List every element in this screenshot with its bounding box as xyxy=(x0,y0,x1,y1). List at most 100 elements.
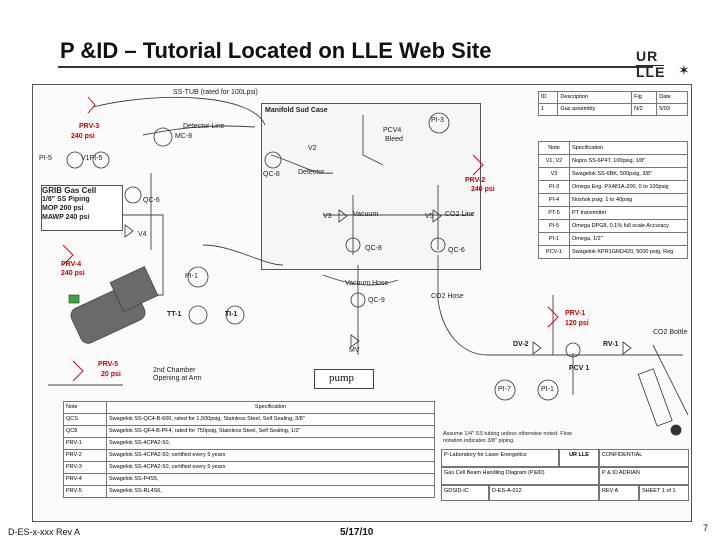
qc6-gauge-icon xyxy=(124,186,142,204)
v2-label: V2 xyxy=(308,145,317,152)
table-cell: Swagelok SS-4CPA2-50, certified every 5 … xyxy=(106,461,435,474)
qc6b-gauge-icon xyxy=(430,237,446,253)
title-block-code: CONFIDENTIAL xyxy=(599,449,689,467)
detector-pipe xyxy=(270,154,334,174)
grid-cell-line-2: MOP 200 psi xyxy=(42,205,84,212)
title-block-rev: REV A xyxy=(599,485,639,501)
table-cell: Swagelok SS-QF4-B-PF4, rated for 750psig… xyxy=(106,425,435,438)
grid-cell-line-3: MAWP 240 psi xyxy=(42,214,90,221)
vacuum-hose-label: Vacuum Hose xyxy=(345,280,389,287)
ti1-label: TI-1 xyxy=(225,311,238,318)
pi5-gauge-icon xyxy=(66,151,84,169)
v3-valve-icon xyxy=(338,209,348,223)
v4-valve-icon xyxy=(124,224,134,238)
table-cell: PRV-4 xyxy=(63,473,107,486)
footer-doc-id: D-ES-x-xxx Rev A xyxy=(8,527,81,537)
prv5-valve-icon xyxy=(72,360,84,382)
tt1-gauge-icon xyxy=(188,305,208,325)
mv-valve-icon xyxy=(350,334,360,348)
v5-valve-icon xyxy=(432,209,442,223)
revision-header: ID xyxy=(537,91,559,104)
revision-header: Fig xyxy=(631,91,658,104)
table-cell: PRV-3 xyxy=(63,461,107,474)
table-cell: Swagelok SS-4CPA2-50, xyxy=(106,437,435,450)
revision-table: ID Description Fig Date 1 Gas assembly N… xyxy=(537,91,688,116)
pi5-label: PI-5 xyxy=(39,155,52,162)
pump-label: pump xyxy=(329,372,355,384)
pi1b-label: PI-1 xyxy=(541,386,554,393)
detector-label: Detector xyxy=(298,169,325,176)
pcv4-line xyxy=(362,115,384,166)
table-cell: Swagelok SS-4CPA2-50, certified every 5 … xyxy=(106,449,435,462)
bleed-label: Bleed xyxy=(385,136,403,143)
title-block-drawing-no: GDSID-IC xyxy=(441,485,489,501)
table-row: 1 Gas assembly N/2 5/03 xyxy=(537,103,688,116)
footer-date: 5/17/10 xyxy=(340,527,374,538)
table-cell: Swagelok SS-6BK, 500psig, 3/8" xyxy=(569,167,688,181)
detector-line-label: Detector Line xyxy=(183,123,225,130)
table-cell: Omega DPG8, 0.1% full scale Accuracy xyxy=(569,219,688,233)
table-cell: PRV-1 xyxy=(63,437,107,450)
prv3-label: PRV-3 xyxy=(79,123,100,130)
logo-star-icon: ✶ xyxy=(678,62,690,78)
prv2-label: PRV-2 xyxy=(465,177,486,184)
component-header-spec: Specification xyxy=(106,401,435,414)
pi3-gauge-icon xyxy=(428,112,450,134)
title-block-logo: UR LLE xyxy=(559,449,599,467)
table-cell: Noshok psig, 1 to 40psig xyxy=(569,193,688,207)
prv2-valve-icon xyxy=(472,154,484,176)
co2-line-label: CO2 Line xyxy=(445,211,475,218)
page-title: P &ID – Tutorial Located on LLE Web Site xyxy=(60,38,492,63)
pid-diagram: SS-TUB (rated for 100Lpsi) PRV-3 240 psi… xyxy=(32,84,692,522)
pi3-label: PI-3 xyxy=(431,117,444,124)
table-cell: PRV-5 xyxy=(63,485,107,498)
rv1-valve-icon xyxy=(622,341,632,355)
chamber-label: 2nd Chamber Opening at Arm xyxy=(153,367,202,382)
pcv1-label: PCV 1 xyxy=(569,365,590,372)
table-cell: Nupro SS-6P4T, 100psig, 1/8" xyxy=(569,154,688,168)
pcv4-label: PCV4 xyxy=(383,127,402,134)
tube-top-label: SS-TUB (rated for 100Lpsi) xyxy=(173,89,258,96)
logo-line-1: UR xyxy=(636,48,659,64)
pi7-gauge-icon xyxy=(494,379,516,401)
title-block-name: Gas Cell Beam Handling Diagram (P&ID) xyxy=(441,467,599,485)
table-cell: Omega Eng. PX481A-200, 0 to 100psig xyxy=(569,180,688,194)
psi-240-a-label: 240 psi xyxy=(71,133,95,140)
co2-hose-line xyxy=(437,255,489,356)
table-cell: PCV-1 xyxy=(538,245,570,259)
revision-header: Description xyxy=(557,91,633,104)
table-cell: 1 xyxy=(537,103,559,116)
table-cell: Swagelok SS-QC4-B-600, rated for 1,500ps… xyxy=(106,413,435,426)
grid-cell-line-1: 1/8" SS Piping xyxy=(42,196,90,203)
qc9-label: QC-9 xyxy=(368,297,385,304)
manifold-label: Manifold Sud Case xyxy=(265,107,328,114)
psi-20-label: 20 psi xyxy=(101,371,121,378)
pump-box: pump xyxy=(314,369,374,389)
table-cell: PT transmitter xyxy=(569,206,688,220)
psi-240-c-label: 240 psi xyxy=(61,270,85,277)
title-block-dwg-ref: D-ES-A-012 xyxy=(489,485,599,501)
v5-label: V5 xyxy=(425,213,434,220)
prv4-label: PRV-4 xyxy=(61,261,82,268)
table-cell: Swagelok SS-RL4S6, xyxy=(106,485,435,498)
vacuum-hose-line xyxy=(322,274,399,286)
gas-cell-marker-icon xyxy=(68,294,80,304)
title-rule xyxy=(58,66,653,68)
rv1-label: RV-1 xyxy=(603,341,619,348)
logo-bar xyxy=(636,65,664,66)
co2-hose-label: CO2 Hose xyxy=(431,293,464,300)
table-cell: Omega, 1/2" xyxy=(569,232,688,246)
qc8b-label: QC-8 xyxy=(365,245,382,252)
table-cell: N/2 xyxy=(631,103,658,116)
qc6-top-label: QC-6 xyxy=(143,197,160,204)
pi1-label: PI-1 xyxy=(185,273,198,280)
